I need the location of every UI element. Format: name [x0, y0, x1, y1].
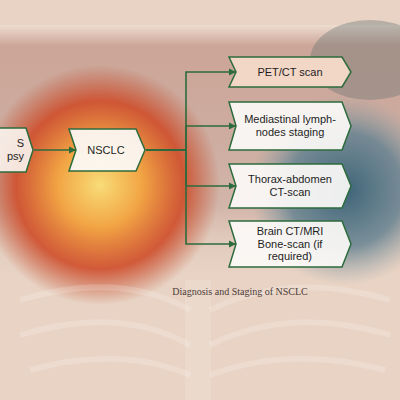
- box-label: S psy: [4, 137, 24, 162]
- box-label: Thorax-abdomen CT-scan: [242, 173, 338, 198]
- process-box: Thorax-abdomen CT-scan: [228, 163, 352, 209]
- flow-connector: [34, 149, 76, 151]
- box-label: PET/CT scan: [242, 66, 338, 79]
- flow-connector: [146, 150, 236, 244]
- chevron-outline-path: [229, 221, 351, 267]
- process-box: S psy: [0, 127, 34, 173]
- xray-hot-area: [0, 65, 225, 305]
- box-label: Mediastinal lymph-nodes staging: [242, 113, 338, 138]
- flow-connector: [146, 150, 236, 186]
- chevron-outline-path: [69, 129, 145, 171]
- chevron-outline-path: [229, 164, 351, 208]
- process-box: Mediastinal lymph-nodes staging: [228, 101, 352, 151]
- box-label: NSCLC: [80, 144, 132, 157]
- figure-caption: Diagnosis and Staging of NSCLC: [120, 286, 360, 297]
- chevron-outline-path: [0, 128, 33, 172]
- spine-shadow: [185, 280, 211, 400]
- flow-connector: [146, 126, 236, 150]
- process-box: NSCLC: [68, 128, 146, 172]
- chevron-outline-path: [229, 57, 351, 87]
- process-box: Brain CT/MRI Bone-scan (if required): [228, 220, 352, 268]
- box-label: Brain CT/MRI Bone-scan (if required): [242, 225, 338, 263]
- chevron-outline-path: [229, 102, 351, 150]
- flow-connector: [146, 72, 236, 150]
- process-box: PET/CT scan: [228, 56, 352, 88]
